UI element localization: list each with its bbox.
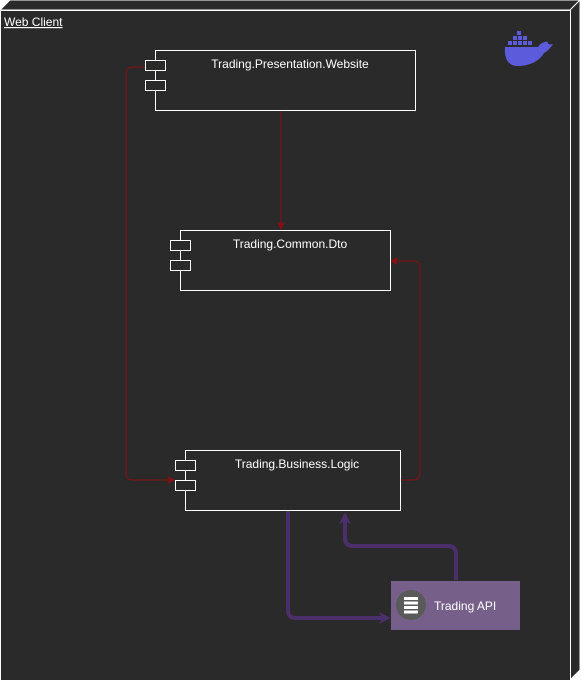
external-label: Trading API — [434, 599, 496, 613]
dependency-arrow-website-to-business[interactable] — [125, 66, 175, 484]
server-icon — [396, 590, 426, 620]
api-call-arrow-business-to-api[interactable] — [286, 511, 391, 624]
component-port-icon — [175, 480, 196, 491]
component-label: Trading.Presentation.Website — [211, 57, 369, 71]
component-port-icon — [175, 460, 196, 471]
component-port-icon — [170, 240, 191, 251]
component-label: Trading.Business.Logic — [235, 457, 359, 471]
component-business-logic[interactable]: Trading.Business.Logic — [175, 450, 401, 511]
component-presentation-website[interactable]: Trading.Presentation.Website — [145, 50, 416, 111]
web-client-label: Web Client — [4, 15, 63, 29]
external-trading-api[interactable]: Trading API — [390, 580, 521, 631]
component-port-icon — [145, 80, 166, 91]
component-port-icon — [145, 60, 166, 71]
component-port-icon — [170, 260, 191, 271]
dependency-arrow-business-to-dto[interactable] — [390, 257, 421, 481]
component-label: Trading.Common.Dto — [233, 237, 348, 251]
api-response-arrow-api-to-business[interactable] — [339, 512, 458, 581]
docker-whale-icon — [504, 31, 553, 66]
component-common-dto[interactable]: Trading.Common.Dto — [170, 230, 391, 291]
